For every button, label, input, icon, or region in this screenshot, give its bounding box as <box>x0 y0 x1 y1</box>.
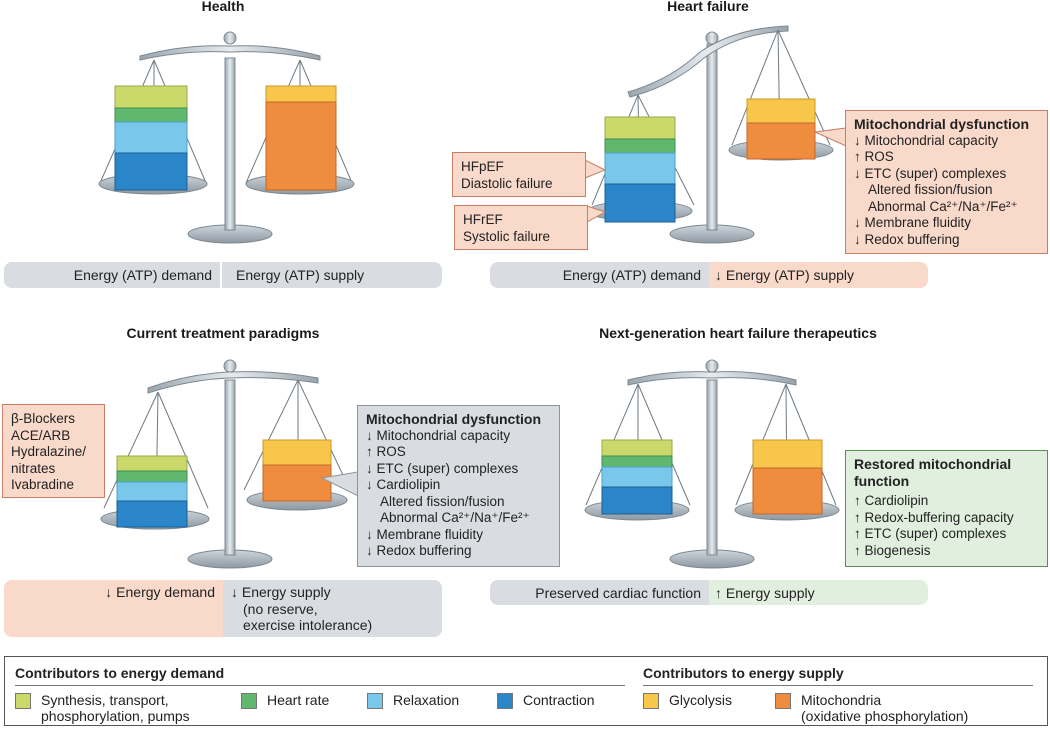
current-mito-dysfunction-callout: Mitochondrial dysfunction ↓ Mitochondria… <box>357 405 560 567</box>
hf-mito-line: Altered fission/fusion <box>868 182 993 197</box>
legend-relaxation-swatch <box>367 693 383 709</box>
current-supply-label: (no reserve, <box>243 600 318 617</box>
current-mito-line: ↓ ETC (super) complexes <box>366 460 519 476</box>
hf-supply-label: ↓ Energy (ATP) supply <box>709 262 928 288</box>
legend-heart-rate-label: Heart rate <box>267 692 330 708</box>
hf-mito-callout-title: Mitochondrial dysfunction <box>854 116 1029 132</box>
legend-supply-title: Contributors to energy supply <box>643 665 844 681</box>
systolic-failure-label: Systolic failure <box>463 228 551 244</box>
diastolic-failure-label: Diastolic failure <box>461 175 553 191</box>
hf-mito-dysfunction-callout: Mitochondrial dysfunction ↓ Mitochondria… <box>845 110 1048 254</box>
legend-demand-rule <box>15 685 625 686</box>
legend-mitochondria-swatch <box>775 693 791 709</box>
legend-glycolysis-swatch <box>643 693 659 709</box>
current-mito-line: Abnormal Ca²⁺/Na⁺/Fe²⁺ <box>380 510 530 525</box>
hfpef-label: HFpEF <box>461 159 504 174</box>
hf-mito-line: ↓ Redox buffering <box>854 231 960 247</box>
drug-label: ACE/ARB <box>11 427 71 443</box>
drug-label: β-Blockers <box>11 411 76 426</box>
next-gen-energy-bar: Preserved cardiac function ↑ Energy supp… <box>490 580 928 605</box>
hf-demand-label: Energy (ATP) demand <box>490 262 709 288</box>
hfpef-callout: HFpEF Diastolic failure <box>452 152 586 197</box>
restored-mito-line: ↑ Cardiolipin <box>854 493 929 508</box>
current-supply-label: exercise intolerance) <box>243 617 373 633</box>
current-mito-line: ↑ ROS <box>366 444 406 459</box>
drug-label: Hydralazine/ <box>11 444 87 459</box>
restored-mito-title: function <box>854 472 910 489</box>
legend-contraction-swatch <box>497 693 513 709</box>
drug-label: Ivabradine <box>11 477 75 492</box>
hf-mito-line: ↓ Mitochondrial capacity <box>854 132 999 148</box>
restored-mito-line: ↑ Redox-buffering capacity <box>854 509 1014 525</box>
health-supply-label: Energy (ATP) supply <box>236 267 365 283</box>
current-energy-bar: ↓ Energy demand ↓ Energy supply (no rese… <box>4 580 442 637</box>
next-gen-demand-label: Preserved cardiac function <box>490 580 709 605</box>
current-demand-label: ↓ Energy demand <box>105 584 215 600</box>
heart-failure-scale <box>587 25 834 244</box>
health-scale <box>98 31 355 244</box>
current-supply-label: ↓ Energy supply <box>231 584 331 600</box>
current-mito-line: ↓ Mitochondrial capacity <box>366 427 511 443</box>
current-demand-cell: ↓ Energy demand <box>4 580 223 637</box>
drug-label: nitrates <box>11 460 56 476</box>
panel-title-next-generation: Next-generation heart failure therapeuti… <box>599 325 877 341</box>
legend-glycolysis-label: Glycolysis <box>669 692 733 708</box>
legend-demand-title: Contributors to energy demand <box>15 665 225 681</box>
current-treatment-scale <box>100 359 351 569</box>
hf-mito-line: ↓ Membrane fluidity <box>854 215 972 230</box>
health-demand-label: Energy (ATP) demand <box>4 262 222 288</box>
legend-supply-rule <box>643 685 1033 686</box>
hf-mito-line: ↓ ETC (super) complexes <box>854 165 1007 181</box>
current-mito-line: Altered fission/fusion <box>380 493 505 509</box>
legend-contraction-label: Contraction <box>523 692 595 708</box>
health-energy-bar: Energy (ATP) demand Energy (ATP) supply <box>4 262 442 288</box>
legend-heart-rate-swatch <box>241 693 257 709</box>
legend-mitochondria-label: Mitochondria (oxidative phosphorylation) <box>801 692 969 724</box>
hf-mito-line: Abnormal Ca²⁺/Na⁺/Fe²⁺ <box>868 198 1018 214</box>
legend-synthesis-swatch <box>15 693 31 709</box>
panel-title-current-treatment: Current treatment paradigms <box>126 325 320 341</box>
hf-energy-bar: Energy (ATP) demand ↓ Energy (ATP) suppl… <box>490 262 928 288</box>
current-mito-line: ↓ Redox buffering <box>366 543 472 558</box>
current-mito-callout-title: Mitochondrial dysfunction <box>366 411 541 427</box>
next-gen-supply-label: ↑ Energy supply <box>709 580 928 605</box>
legend-synthesis-label: Synthesis, transport, phosphorylation, p… <box>41 692 190 724</box>
current-drugs-callout: β-Blockers ACE/ARB Hydralazine/ nitrates… <box>2 404 105 498</box>
restored-mito-callout: Restored mitochondrial function ↑ Cardio… <box>845 450 1048 567</box>
current-mito-line: ↓ Membrane fluidity <box>366 526 484 542</box>
panel-title-health: Health <box>201 0 245 14</box>
next-generation-scale <box>584 359 840 569</box>
restored-mito-line: ↑ Biogenesis <box>854 542 931 558</box>
hfref-label: HFrEF <box>463 212 503 227</box>
legend: Contributors to energy demand Contributo… <box>4 656 1048 726</box>
hf-mito-line: ↑ ROS <box>854 149 894 164</box>
hfref-callout: HFrEF Systolic failure <box>454 205 588 250</box>
legend-relaxation-label: Relaxation <box>393 692 460 708</box>
hfpef-pointer <box>584 159 607 179</box>
current-supply-cell: ↓ Energy supply (no reserve, exercise in… <box>223 580 442 637</box>
current-mito-line: ↓ Cardiolipin <box>366 477 441 492</box>
restored-mito-title: Restored mitochondrial <box>854 456 1012 472</box>
panel-title-heart-failure: Heart failure <box>667 0 749 14</box>
restored-mito-line: ↑ ETC (super) complexes <box>854 526 1007 541</box>
